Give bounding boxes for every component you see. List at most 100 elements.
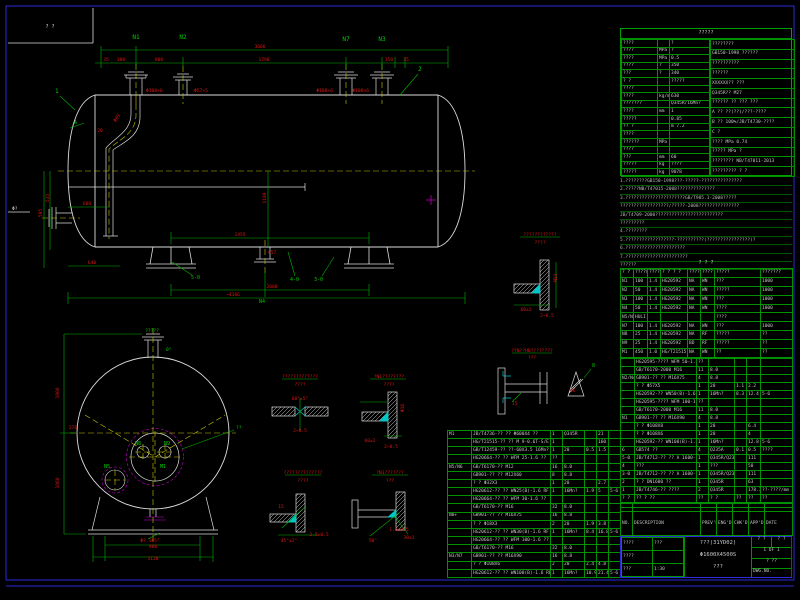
table-cell: 1 xyxy=(696,470,709,479)
table-cell: ?? ? xyxy=(621,122,658,132)
table-cell xyxy=(734,366,747,375)
table-cell xyxy=(620,390,635,399)
table-cell: MPa xyxy=(657,54,670,63)
table-cell: 1000 xyxy=(760,285,793,296)
table-cell: ????????? ? ? xyxy=(710,166,795,177)
table-cell xyxy=(687,312,701,323)
table-cell: 1:30 xyxy=(652,563,684,577)
table-cell xyxy=(734,486,747,495)
table-cell: CHK'D xyxy=(732,510,749,537)
table-cell: 25 xyxy=(633,330,648,341)
dwg-no-label: DWG.NO. xyxy=(753,569,772,574)
front-view: N1 N2 N7 N3 N4 1 2 A 5-0 4-0 3-0 35 300 … xyxy=(38,34,475,305)
table-cell xyxy=(734,398,747,407)
table-cell: 20 xyxy=(708,430,735,439)
dim-150: 150 xyxy=(385,57,394,63)
table-cell: 100 xyxy=(633,294,648,305)
table-cell: GB/T6170-?? M16 xyxy=(471,503,551,513)
table-cell: MPa xyxy=(657,137,670,147)
dimension-lines xyxy=(43,46,466,304)
table-cell: Q345R/Q235-A xyxy=(708,470,735,479)
table-row: HG20664-?? ?? WFM 25-1.6 ???? xyxy=(447,454,621,464)
table-cell: 21.4 xyxy=(596,568,609,579)
table-cell: ??? xyxy=(714,321,761,332)
table-cell: 100 xyxy=(633,276,648,287)
table-cell: 63 xyxy=(746,478,761,487)
table-cell: ????? xyxy=(714,339,761,350)
table-cell: ? ? xyxy=(620,494,635,503)
list-line: ???(31YD02) xyxy=(699,540,737,546)
table-cell xyxy=(584,511,597,521)
table-cell: ? ? DN1600 ?? xyxy=(634,478,697,487)
table-cell: Q345R/16Mn? xyxy=(669,99,710,109)
table-cell: mm xyxy=(657,107,670,117)
table-cell xyxy=(620,430,635,439)
detail-caption: ???? xyxy=(534,240,545,246)
table-cell xyxy=(657,122,670,132)
end-n5-label: N5 xyxy=(104,464,110,470)
table-cell: 2 xyxy=(550,560,563,570)
table-cell: ?? xyxy=(760,339,793,350)
table-cell: HG/T21515 xyxy=(660,348,688,358)
table-cell: 178.3 xyxy=(746,486,761,495)
table-cell xyxy=(584,478,597,489)
table-cell: HG20592 xyxy=(660,339,688,350)
table-cell xyxy=(608,438,621,448)
table-cell: 11 xyxy=(696,366,709,375)
table-cell: GB/T12459-?? ??-60X3.5 16Mn? xyxy=(471,446,551,456)
list-line: 3.??????????????????????GB/T985.1-2008??… xyxy=(620,195,792,204)
table-cell: 2 xyxy=(550,519,563,529)
table-cell xyxy=(760,406,793,415)
table-cell: N8 xyxy=(620,330,634,341)
table-cell xyxy=(760,462,793,471)
table-cell xyxy=(620,366,635,375)
table-row: ?????350 xyxy=(621,61,710,71)
table-cell: N4 xyxy=(620,303,634,314)
end-view: ????? 0° N8 N9 N5 M1 ?? 1900 270 1060 90… xyxy=(55,328,242,562)
table-cell: ????MPa xyxy=(647,268,661,278)
dim-35a: 35 xyxy=(103,57,109,63)
table-cell: 111 xyxy=(746,470,761,479)
table-cell xyxy=(447,495,472,505)
table-cell: N9 xyxy=(620,339,634,350)
table-cell xyxy=(447,519,472,529)
table-cell: 3.8 xyxy=(596,519,609,529)
table-cell: Q235A xyxy=(708,446,735,455)
table-cell xyxy=(596,470,609,480)
table-cell: Q345R xyxy=(708,486,735,495)
table-cell: 12.8 xyxy=(746,438,761,447)
table-cell: ?? xyxy=(696,358,709,367)
table-cell: ????? MPa ? xyxy=(710,146,795,158)
table-cell: ? ? Φ18X3 xyxy=(471,519,551,529)
table-row: HG20595-???? WFM 100-1.6?? xyxy=(620,398,793,407)
table-cell: HG20592 xyxy=(660,285,688,296)
table-cell: ENG'D xyxy=(716,510,733,537)
table-cell xyxy=(669,137,710,147)
dim-angle: Φ? 165° xyxy=(140,538,160,544)
table-cell: JB/T4746-?? ???? xyxy=(634,486,697,495)
table-cell: ??·????/mm xyxy=(760,486,793,495)
table-cell: WN xyxy=(700,321,715,332)
section-mark-4: 4-0 xyxy=(290,277,299,283)
table-cell: ? ? Φ108X6 xyxy=(634,430,697,439)
table-cell: ????? xyxy=(714,268,761,278)
table-cell: 1 xyxy=(696,422,709,431)
table-row: 3-0JB/T4712-?? ?? A 1600-S1Q345R/Q235-A1… xyxy=(620,470,793,479)
table-cell: HG20612-?? ?? WN100(B)-1.6 RF xyxy=(471,568,551,579)
table-cell: 350 xyxy=(669,61,710,71)
table-cell xyxy=(562,536,585,546)
table-cell: 5-6 xyxy=(760,438,793,447)
table-cell: 16 xyxy=(550,552,563,562)
table-cell: 4 xyxy=(696,374,709,383)
table-cell: 4 xyxy=(746,430,761,439)
table-row: ?????? ?? ??? ??? xyxy=(710,97,795,109)
table-cell xyxy=(734,438,747,447)
table-row: A ?? ??(??)/???-???? xyxy=(710,107,795,119)
detail-caption: ??? xyxy=(528,355,537,361)
saddles xyxy=(146,246,394,269)
table-cell: 20 xyxy=(562,519,585,529)
table-cell xyxy=(562,495,585,505)
